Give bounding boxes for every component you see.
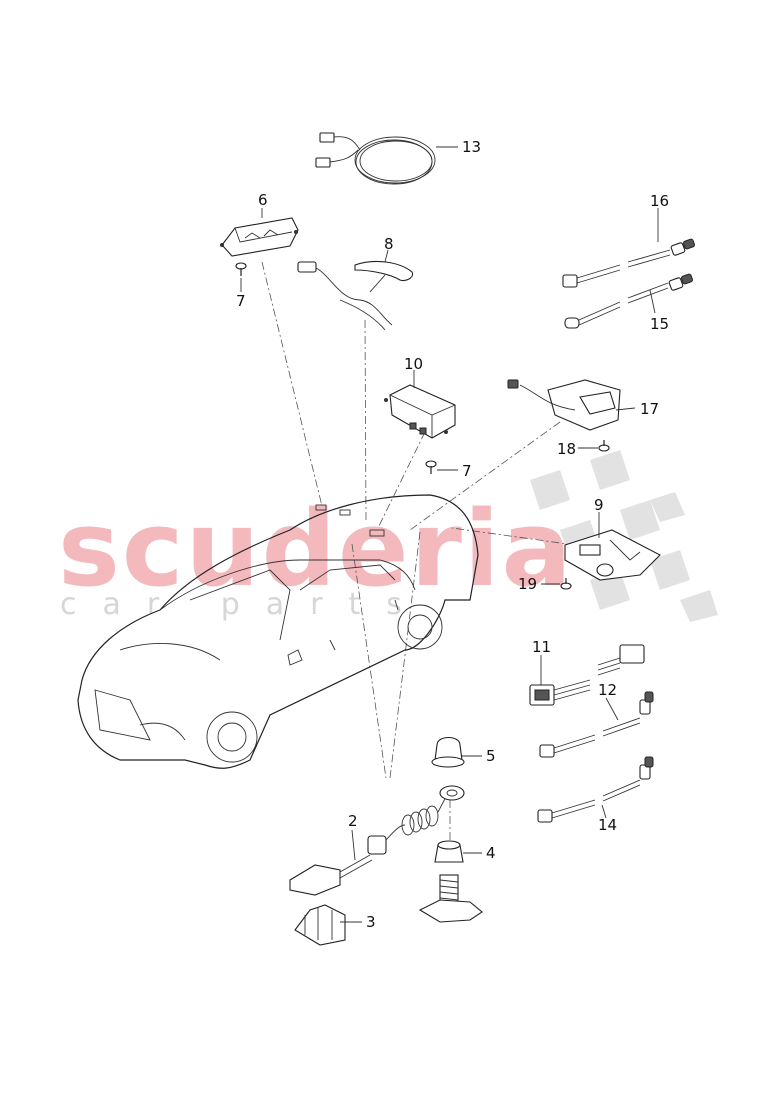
part-13-cable (315, 132, 436, 185)
part-10-module (384, 384, 456, 439)
part-7-screw-middle (425, 460, 437, 474)
part-8-antenna (297, 260, 414, 331)
callout-12: 12 (598, 681, 617, 699)
part-6-control-unit (220, 217, 299, 257)
part-11-connector (529, 644, 645, 706)
part-17-antenna-plate (507, 379, 621, 431)
callout-19: 19 (518, 575, 537, 593)
part-5-nut (431, 736, 465, 768)
callout-7-middle: 7 (462, 462, 472, 480)
part-15-cable (564, 273, 694, 329)
callout-leaders (240, 146, 659, 923)
callout-4: 4 (486, 844, 496, 862)
callout-11: 11 (532, 638, 551, 656)
callout-2: 2 (348, 812, 358, 830)
watermark: scuderia car parts (58, 450, 718, 622)
car-illustration (77, 494, 479, 769)
callout-10: 10 (404, 355, 423, 373)
callout-labels: 13 6 7 8 16 15 10 17 18 7 9 19 11 12 5 1… (236, 138, 669, 931)
callout-7-top: 7 (236, 292, 246, 310)
watermark-main: scuderia (58, 488, 574, 610)
callout-9: 9 (594, 496, 604, 514)
part-14-cable (537, 756, 654, 823)
part-9-bracket (564, 529, 661, 581)
part-16-cable (562, 238, 696, 288)
callout-8: 8 (384, 235, 394, 253)
part-12-cable (539, 691, 654, 758)
part-18-screw (598, 440, 610, 452)
callout-6: 6 (258, 191, 268, 209)
callout-15: 15 (650, 315, 669, 333)
callout-17: 17 (640, 400, 659, 418)
callout-3: 3 (366, 913, 376, 931)
part-4-nut-bolt (418, 800, 483, 923)
callout-5: 5 (486, 747, 496, 765)
part-2-cable (289, 785, 465, 896)
part-3-clip (294, 904, 346, 946)
part-7-screw-top (235, 262, 247, 276)
watermark-sub: car parts (60, 587, 428, 622)
callout-16: 16 (650, 192, 669, 210)
callout-14: 14 (598, 816, 617, 834)
part-19-screw (560, 578, 572, 590)
callout-13: 13 (462, 138, 481, 156)
callout-18: 18 (557, 440, 576, 458)
